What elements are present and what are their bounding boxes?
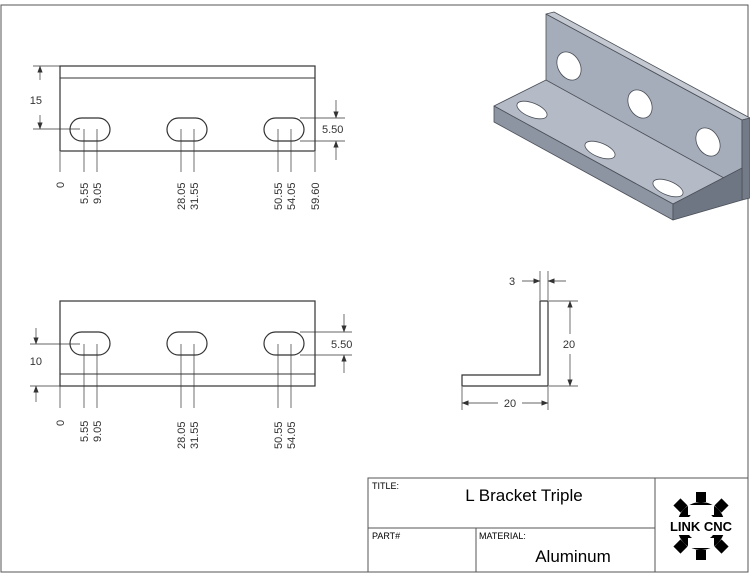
title-block-frame — [367, 477, 749, 573]
x-dim-label: 9.05 — [92, 183, 104, 204]
side-view-height-dim: 20 — [563, 339, 575, 351]
x-dim-label: 31.55 — [189, 182, 201, 210]
iso-wall-hole-3 — [695, 127, 721, 157]
side-view-width-dim: 20 — [504, 398, 516, 410]
slot-1 — [69, 117, 111, 142]
x-dim-label: 31.55 — [189, 421, 201, 449]
side-view — [461, 271, 578, 410]
front-view-slot-height-dim: 5.50 — [331, 339, 352, 351]
x-dim-label: 59.60 — [310, 182, 322, 210]
title-block — [367, 477, 749, 573]
material-label: MATERIAL: — [479, 531, 526, 541]
isometric-view — [493, 11, 750, 221]
slot-2 — [166, 331, 208, 356]
title-value: L Bracket Triple — [465, 486, 582, 505]
x-dim-label: 5.55 — [79, 183, 91, 204]
iso-wall-hole-1 — [556, 51, 582, 81]
iso-base-end — [672, 167, 743, 221]
front-view-outline — [59, 300, 316, 387]
slot-2 — [166, 117, 208, 142]
part-label: PART# — [372, 531, 400, 541]
top-view — [33, 65, 345, 172]
x-dim-label: 5.55 — [79, 421, 91, 442]
front-view-x-dims: 0 5.55 9.05 28.05 31.55 50.55 54.05 — [55, 420, 298, 449]
slot-3 — [263, 331, 305, 356]
slot-1 — [69, 331, 111, 356]
top-view-slot-height-dim: 5.50 — [322, 124, 343, 136]
x-dim-label: 28.05 — [176, 182, 188, 210]
top-view-height-dim: 15 — [30, 95, 42, 107]
iso-base-hole-1 — [516, 100, 548, 120]
x-dim-label: 28.05 — [176, 421, 188, 449]
slot-3 — [263, 117, 305, 142]
top-view-outline — [59, 65, 316, 152]
iso-base-hole-3 — [652, 178, 684, 198]
x-dim-label: 50.55 — [273, 421, 285, 449]
x-dim-label: 0 — [55, 182, 67, 188]
x-dim-label: 54.05 — [286, 182, 298, 210]
iso-wall-end — [741, 117, 750, 201]
logo-text: LINK CNC — [670, 519, 733, 534]
iso-wall-top — [545, 11, 750, 121]
x-dim-label: 9.05 — [92, 421, 104, 442]
l-profile — [461, 300, 549, 387]
side-view-thickness-dim: 3 — [509, 276, 515, 288]
x-dim-label: 0 — [55, 420, 67, 426]
x-dim-label: 54.05 — [286, 421, 298, 449]
front-view-height-dim: 10 — [30, 356, 42, 368]
iso-wall-hole-2 — [627, 89, 653, 119]
x-dim-label: 50.55 — [273, 182, 285, 210]
material-value: Aluminum — [535, 547, 611, 566]
top-view-x-dims: 0 5.55 9.05 28.05 31.55 50.55 54.05 59.6… — [55, 182, 322, 210]
iso-base-hole-2 — [584, 140, 616, 160]
title-label: TITLE: — [372, 481, 399, 491]
link-cnc-logo: LINK CNC — [656, 492, 746, 560]
front-view — [30, 300, 352, 408]
